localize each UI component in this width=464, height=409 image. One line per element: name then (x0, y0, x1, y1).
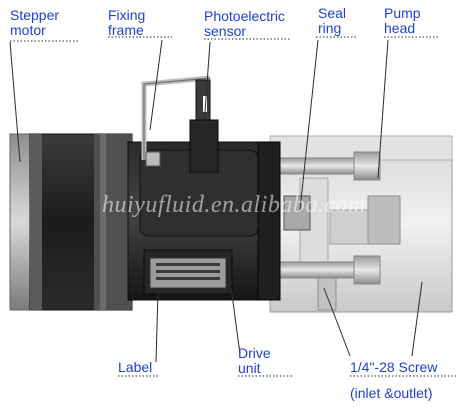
dotted-underlines (10, 36, 456, 377)
screw-rods (279, 151, 381, 285)
stepper-motor-body (9, 133, 133, 311)
leader-stepper-motor (9, 41, 21, 163)
label-label: Label (118, 359, 153, 375)
photoelectric-sensor-body (189, 79, 219, 173)
label-screw: 1/4"-28 Screw (350, 359, 438, 375)
watermark-text: huiyufluid.en.alibaba.com (102, 192, 366, 218)
leader-label (155, 291, 159, 363)
leader-pump-head (377, 39, 389, 179)
label-plate (149, 257, 227, 289)
leader-photoelectric-sensor (203, 41, 211, 127)
leader-seal-ring (299, 39, 319, 211)
leader-fixing-frame (149, 39, 163, 131)
leader-drive-unit (225, 249, 241, 355)
fixing-frame-bracket (141, 75, 211, 167)
leader-lines (9, 39, 423, 363)
label-screw-note: (inlet &outlet) (350, 385, 433, 401)
leader-screw-right (411, 281, 423, 357)
seal-ring-part (283, 195, 311, 231)
leader-screw-left (323, 287, 351, 357)
